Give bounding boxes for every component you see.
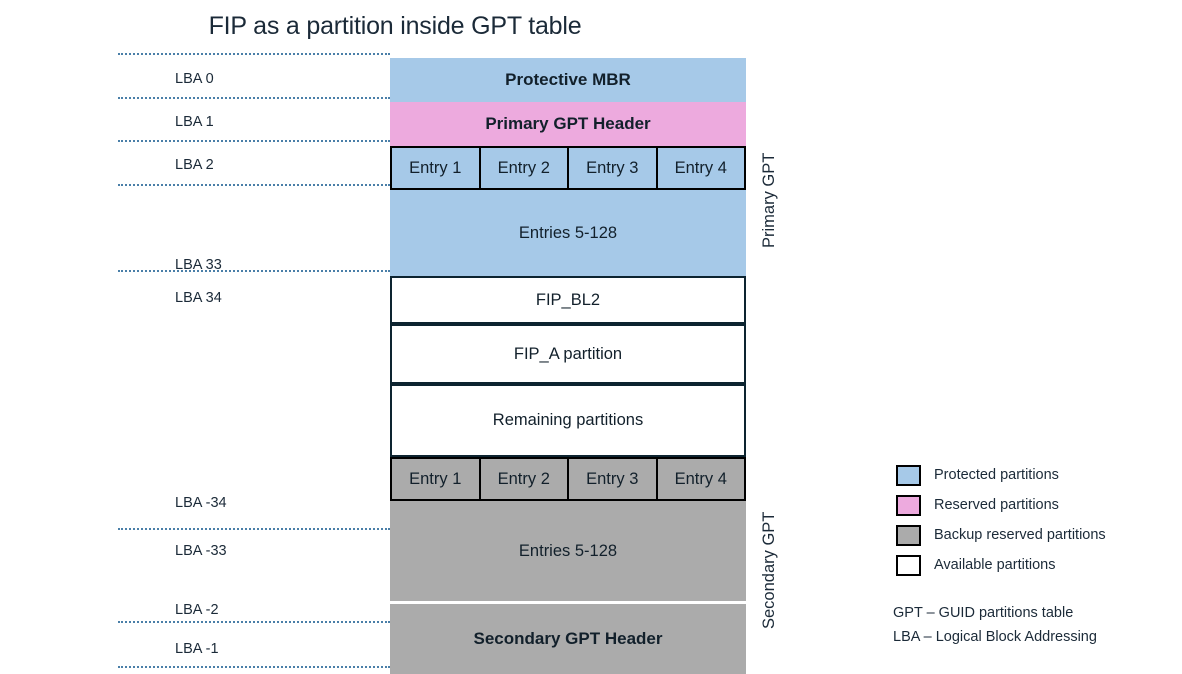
gpt-entry-cell: Entry 4 [657,148,744,188]
legend-label: Protected partitions [934,467,1059,483]
legend-item: Protected partitions [896,460,1166,490]
lba-label: LBA -33 [175,543,227,559]
legend-label: Backup reserved partitions [934,527,1106,543]
legend-label: Reserved partitions [934,497,1059,513]
secondary-gpt-side-label: Secondary GPT [760,511,778,629]
gpt-entry-cell: Entry 2 [480,148,569,188]
abbreviation-line: LBA – Logical Block Addressing [893,629,1097,645]
guide-line [118,53,390,55]
guide-line [118,528,390,530]
gpt-entry-cell: Entry 4 [657,459,744,499]
secondary-entries-5-128: Entries 5-128 [390,501,746,601]
gpt-entry-cell: Entry 1 [392,459,481,499]
gpt-entry-cell: Entry 1 [392,148,481,188]
guide-line [118,184,390,186]
protective-mbr: Protective MBR [390,58,746,102]
primary-gpt-side-label: Primary GPT [760,152,778,248]
legend-label: Available partitions [934,557,1056,573]
gpt-entry-cell: Entry 3 [569,459,658,499]
primary-gpt-header: Primary GPT Header [390,102,746,146]
lba-label: LBA 33 [175,257,222,273]
lba-label: LBA -1 [175,641,219,657]
lba-label: LBA 34 [175,290,222,306]
legend-swatch [896,464,921,486]
guide-line [118,270,390,272]
legend-item: Reserved partitions [896,490,1166,520]
lba-label: LBA 0 [175,71,214,87]
guide-line [118,97,390,99]
fip-a-partition: FIP_A partition [390,324,746,384]
legend-item: Backup reserved partitions [896,520,1166,550]
legend-swatch [896,554,921,576]
primary-entries-5-128: Entries 5-128 [390,190,746,276]
gpt-entry-cell: Entry 3 [569,148,658,188]
legend-swatch [896,494,921,516]
guide-line [118,666,390,668]
lba-label: LBA 1 [175,114,214,130]
guide-line [118,140,390,142]
white-separator [390,601,746,604]
fip-bl2: FIP_BL2 [390,276,746,324]
legend-item: Available partitions [896,550,1166,580]
page-title: FIP as a partition inside GPT table [208,12,582,40]
lba-label: LBA -34 [175,495,227,511]
lba-label: LBA 2 [175,157,214,173]
gpt-entry-cell: Entry 2 [480,459,569,499]
guide-line [118,621,390,623]
abbreviation-line: GPT – GUID partitions table [893,605,1074,621]
lba-label: LBA -2 [175,602,219,618]
secondary-gpt-header: Secondary GPT Header [390,604,746,674]
legend-swatch [896,524,921,546]
remaining-partitions: Remaining partitions [390,384,746,457]
